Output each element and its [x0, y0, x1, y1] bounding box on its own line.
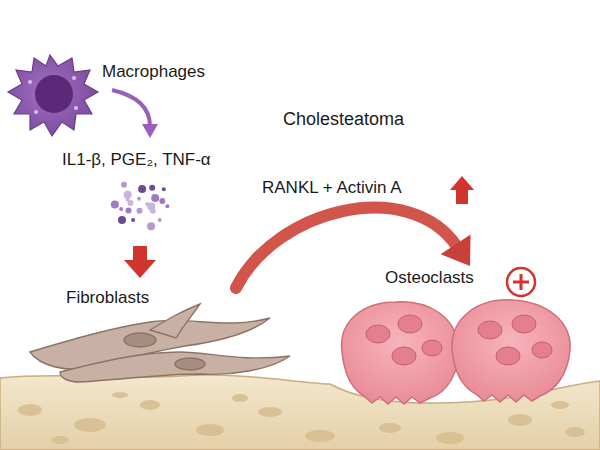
- bone-pore: [551, 401, 569, 409]
- annotation-text: Cholesteatoma: [283, 109, 404, 129]
- arrow-head: [441, 234, 471, 266]
- cell-label: Macrophages: [102, 62, 205, 82]
- bone-pore: [508, 414, 532, 426]
- annotation-text: IL1-β, PGE₂, TNF-α: [62, 150, 211, 170]
- cytokine-dot: [165, 204, 169, 208]
- cytokine-dot: [121, 182, 127, 188]
- bone-pore: [305, 430, 335, 442]
- increase-arrow: [450, 176, 474, 204]
- cytokine-dot: [150, 208, 156, 214]
- cytokine-dot: [119, 207, 123, 211]
- cell-node: Osteoclasts: [330, 268, 590, 408]
- bone-pore: [436, 432, 464, 444]
- fibroblast-cells: [30, 304, 290, 382]
- bone-pore: [51, 436, 69, 444]
- bone-pore: [74, 418, 106, 432]
- osteoclast-cells: [342, 300, 571, 404]
- bone-pore: [258, 407, 282, 417]
- cytokine-dot: [138, 185, 146, 193]
- cytokine-dot: [162, 187, 166, 191]
- cell-node: Macrophages: [102, 62, 210, 84]
- macrophage-cell: [8, 55, 98, 136]
- cytokine-dot: [151, 194, 159, 202]
- bone-pore: [140, 400, 160, 410]
- bone-pore: [18, 404, 42, 416]
- stimulation-arrow: [124, 246, 156, 278]
- cell-label: Fibroblasts: [66, 288, 149, 308]
- cytokine-dot: [126, 208, 132, 214]
- cytokine-dot: [131, 218, 135, 222]
- secretion-arrow: [112, 90, 158, 138]
- annotation-text: RANKL + Activin A: [262, 178, 402, 198]
- cytokine-dot: [149, 185, 155, 191]
- cytokine-dot: [137, 208, 143, 214]
- cytokine-dot: [124, 191, 132, 199]
- bone-pore: [232, 394, 248, 402]
- cytokine-dot: [159, 198, 165, 204]
- bone-pore: [565, 427, 585, 437]
- cytokine-dot: [118, 216, 126, 224]
- bone-pore: [112, 392, 128, 398]
- cytokine-dot: [158, 218, 162, 222]
- bone-pore: [379, 423, 401, 433]
- cell-node: Fibroblasts: [20, 288, 320, 378]
- cytokine-dots: [111, 182, 170, 231]
- cytokine-dot: [137, 197, 141, 201]
- cytokine-dot: [111, 201, 119, 209]
- cytokine-dot: [147, 222, 155, 230]
- cell-label: Osteoclasts: [385, 268, 474, 288]
- bone-pore: [196, 424, 224, 436]
- activation-symbol: [507, 268, 535, 296]
